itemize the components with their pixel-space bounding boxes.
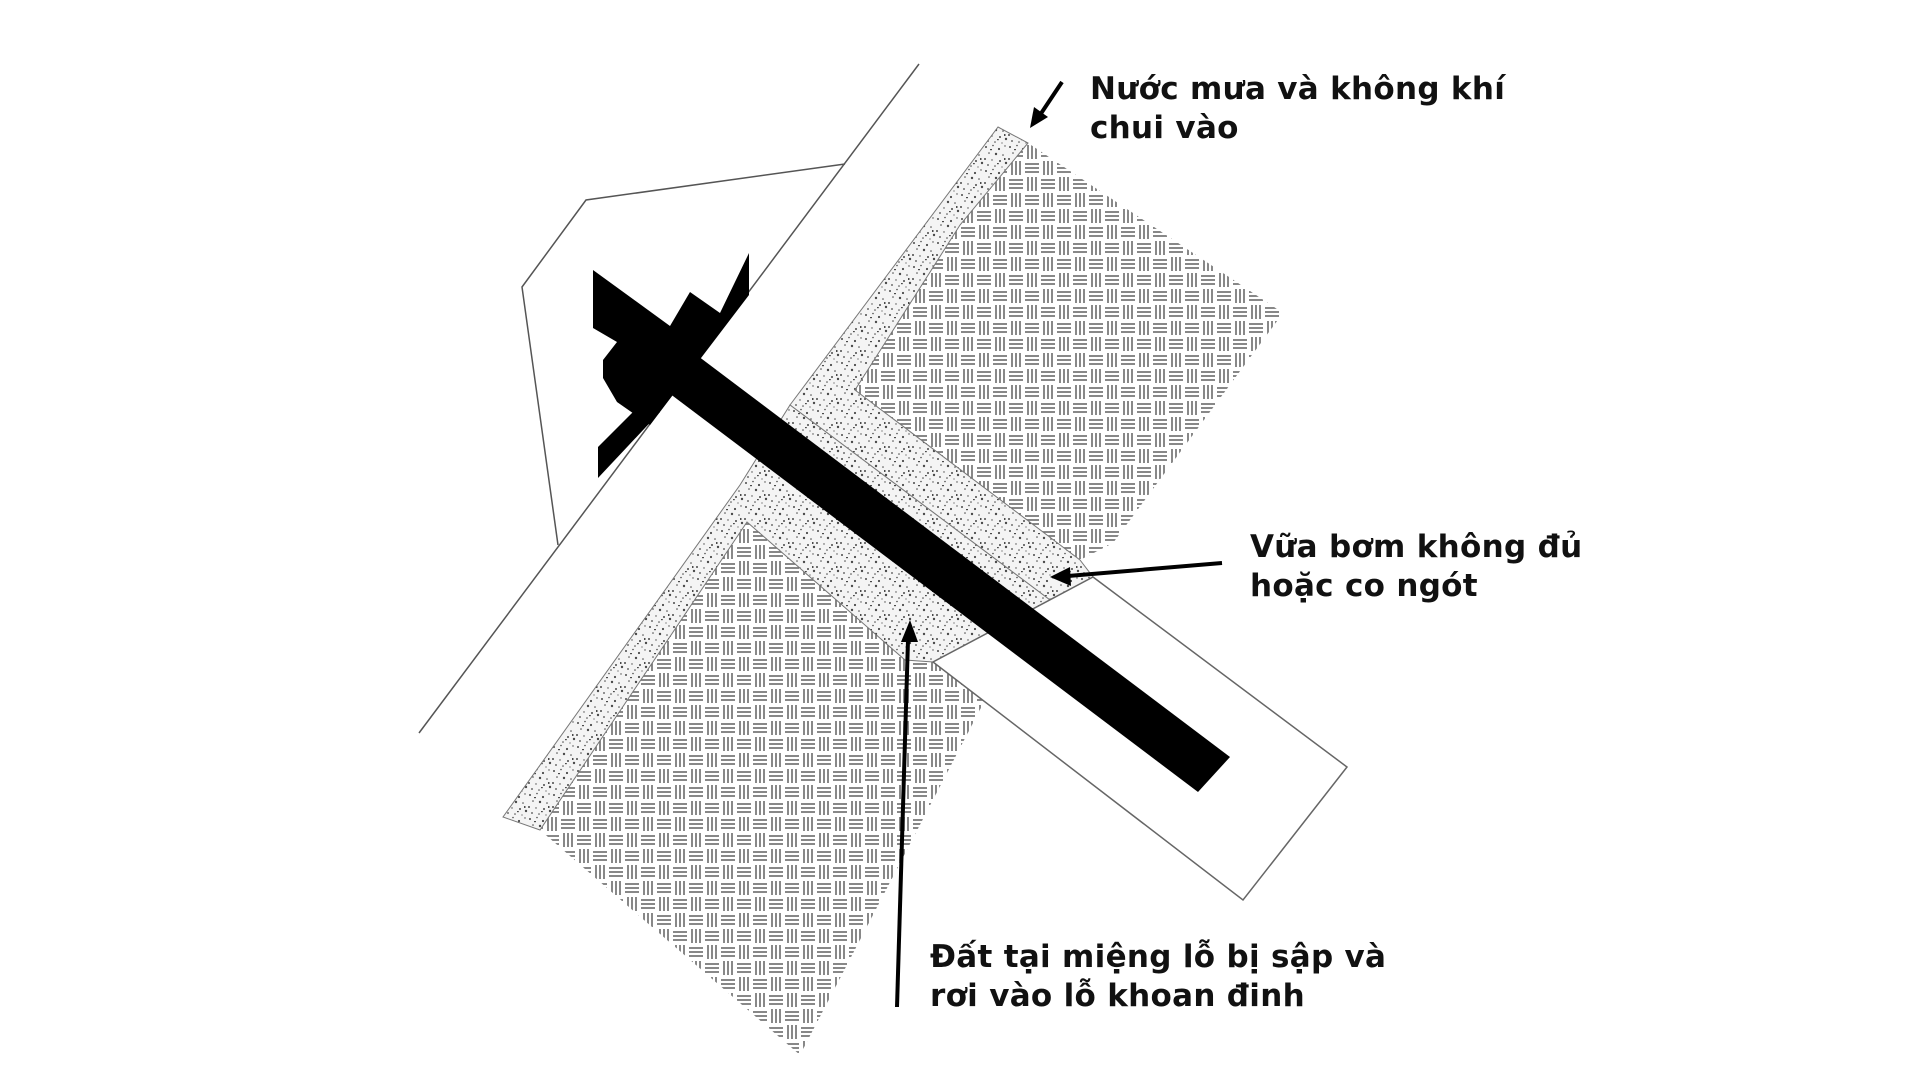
- soil-lower: [540, 522, 985, 1055]
- label-soil-line-1: Đất tại miệng lỗ bị sập và: [930, 939, 1387, 975]
- arrow-rain: [1030, 80, 1064, 128]
- label-rain-line-1: Nước mưa và không khí: [1090, 71, 1506, 107]
- label-insufficient-grout: Vữa bơm không đủ hoặc co ngót: [1250, 528, 1582, 606]
- label-soil-line-2: rơi vào lỗ khoan đinh: [930, 978, 1305, 1014]
- label-grout-line-1: Vữa bơm không đủ: [1250, 529, 1583, 565]
- facing-plate-lower: [598, 405, 660, 478]
- label-rain-and-air: Nước mưa và không khí chui vào: [1090, 70, 1505, 148]
- label-rain-line-2: chui vào: [1090, 110, 1239, 146]
- label-grout-line-2: hoặc co ngót: [1250, 568, 1478, 604]
- excavation-outline: [521, 163, 846, 546]
- label-collapsed-soil: Đất tại miệng lỗ bị sập và rơi vào lỗ kh…: [930, 938, 1386, 1016]
- nail-bar: [665, 350, 1230, 792]
- arrow-grout: [1050, 561, 1223, 586]
- soil-upper: [855, 143, 1283, 560]
- grout-zone-lower: [502, 404, 1051, 831]
- facing-plate: [593, 253, 749, 425]
- arrow-soil: [895, 620, 918, 1008]
